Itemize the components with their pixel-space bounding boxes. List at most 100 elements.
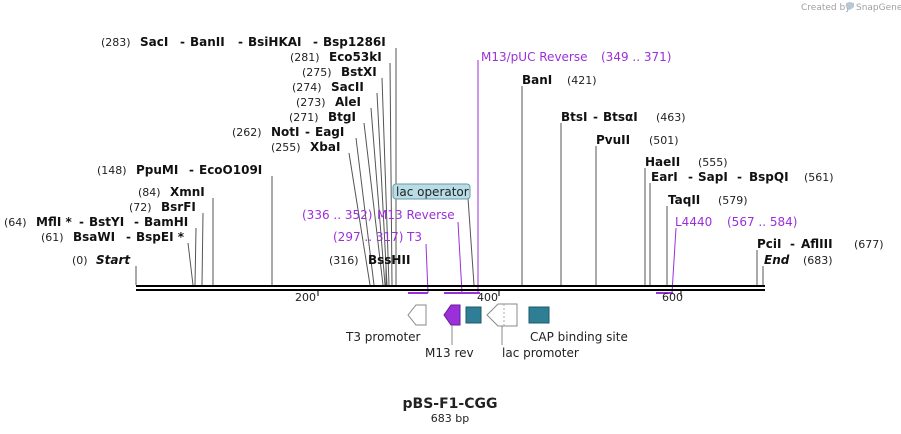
lac-promoter-label: lac promoter <box>502 346 579 360</box>
site-position: (555) <box>698 156 728 169</box>
primer-bars <box>408 292 673 294</box>
end-label: End <box>764 253 790 267</box>
site-position: (283) <box>101 36 131 49</box>
site-position: (281) <box>290 51 320 64</box>
site-position: (561) <box>804 171 834 184</box>
start-label: Start <box>96 253 131 267</box>
t3-promoter-arrow <box>407 304 427 326</box>
enzyme-name: BspQI <box>749 170 789 184</box>
enzyme-name: PvuII <box>596 133 630 147</box>
site-bsawi: (61) BsaWI - BspEI * <box>41 230 185 244</box>
site-position: (275) <box>302 66 332 79</box>
site-noti: (262) NotI - EagI <box>232 125 344 139</box>
enzyme-name: SacII <box>331 80 364 94</box>
enzyme-name: TaqII <box>668 193 700 207</box>
svg-text:-: - <box>305 125 310 139</box>
primer-name: M13 Reverse <box>377 208 455 222</box>
primer-m13-reverse: (336 .. 352) M13 Reverse <box>302 208 455 222</box>
enzyme-name: XmnI <box>170 185 205 199</box>
enzyme-name: BsiHKAI <box>248 35 302 49</box>
site-position: (0) <box>72 254 88 267</box>
site-position: (501) <box>649 134 679 147</box>
primer-l4440: L4440 (567 .. 584) <box>675 215 797 229</box>
enzyme-name: PpuMI <box>136 163 178 177</box>
enzyme-name: Eco53kI <box>329 50 382 64</box>
site-position: (274) <box>292 81 322 94</box>
site-xbai: (255) XbaI <box>271 140 340 154</box>
enzyme-name: HaeII <box>645 155 680 169</box>
site-alei: (273) AleI <box>296 95 361 109</box>
primer-range: (336 .. 352) <box>302 208 372 222</box>
svg-text:-: - <box>180 35 185 49</box>
enzyme-name: NotI <box>271 125 300 139</box>
credit-label: Created by <box>801 3 851 13</box>
site-bstxi: (275) BstXI <box>302 65 377 79</box>
lac-operator-label: lac operator <box>392 183 471 200</box>
enzyme-name: BanII <box>190 35 225 49</box>
enzyme-name: BtsαI <box>603 110 638 124</box>
m13-rev-label: M13 rev <box>425 346 474 360</box>
feature-leaders <box>451 325 503 345</box>
primer-range: (567 .. 584) <box>727 215 797 229</box>
enzyme-name: BtgI <box>328 110 356 124</box>
site-start: (0) Start <box>72 253 131 267</box>
svg-text:-: - <box>688 170 693 184</box>
enzyme-name: BsaWI <box>73 230 115 244</box>
svg-text:-: - <box>79 215 84 229</box>
site-position: (421) <box>567 74 597 87</box>
primer-t3: (297 .. 317) T3 <box>333 230 422 244</box>
backbone-ticks <box>317 291 682 296</box>
enzyme-name: EagI <box>315 125 344 139</box>
site-position: (273) <box>296 96 326 109</box>
site-position: (64) <box>4 216 27 229</box>
enzyme-name: PciI <box>757 237 782 251</box>
enzyme-name: BtsI <box>561 110 588 124</box>
m13-rev-arrow <box>443 304 461 326</box>
cap-binding-site-box <box>528 306 550 324</box>
svg-text:-: - <box>126 230 131 244</box>
site-position: (677) <box>854 238 884 251</box>
site-position: (61) <box>41 231 64 244</box>
enzyme-name: BstYI <box>89 215 124 229</box>
primer-name: L4440 <box>675 215 712 229</box>
site-position: (84) <box>138 186 161 199</box>
svg-text:-: - <box>313 35 318 49</box>
svg-text:-: - <box>737 170 742 184</box>
site-position: (148) <box>97 164 127 177</box>
site-taqii: TaqII (579) <box>668 193 748 207</box>
svg-text:-: - <box>238 35 243 49</box>
primer-name: T3 <box>406 230 422 244</box>
site-position: (271) <box>289 111 319 124</box>
lac-promoter-arrow <box>486 303 518 327</box>
site-position: (72) <box>129 201 152 214</box>
site-btsi: BtsI - BtsαI (463) <box>561 110 686 124</box>
plasmid-title: pBS-F1-CGG <box>403 396 498 412</box>
svg-text:-: - <box>189 163 194 177</box>
backbone <box>136 285 765 291</box>
site-sacii: (274) SacII <box>292 80 364 94</box>
site-saci: (283) SacI - BanII - BsiHKAI - Bsp1286I <box>101 35 386 49</box>
site-pvuii: PvuII (501) <box>596 133 679 147</box>
tick-400: 400 <box>477 291 498 304</box>
enzyme-name: EarI <box>651 170 678 184</box>
site-connectors <box>135 48 764 286</box>
primer-name: M13/pUC Reverse <box>481 50 588 64</box>
enzyme-name: EcoO109I <box>199 163 262 177</box>
site-eari: EarI - SapI - BspQI (561) <box>651 170 834 184</box>
enzyme-name: SapI <box>698 170 728 184</box>
snapgene-logo: SnapGene <box>846 2 901 13</box>
site-position: (463) <box>656 111 686 124</box>
site-eco53ki: (281) Eco53kI <box>290 50 382 64</box>
primer-connectors <box>425 60 677 294</box>
enzyme-name: SacI <box>140 35 168 49</box>
site-bsrfi: (72) BsrFI <box>129 200 196 214</box>
enzyme-name: Bsp1286I <box>323 35 386 49</box>
enzyme-name: BspEI * <box>136 230 185 244</box>
site-position: (579) <box>718 194 748 207</box>
site-end: End (683) <box>764 253 833 267</box>
t3-promoter-label: T3 promoter <box>345 330 421 344</box>
enzyme-name: BanI <box>522 73 552 87</box>
site-btgi: (271) BtgI <box>289 110 356 124</box>
tick-600: 600 <box>662 291 683 304</box>
site-bani: BanI (421) <box>522 73 597 87</box>
